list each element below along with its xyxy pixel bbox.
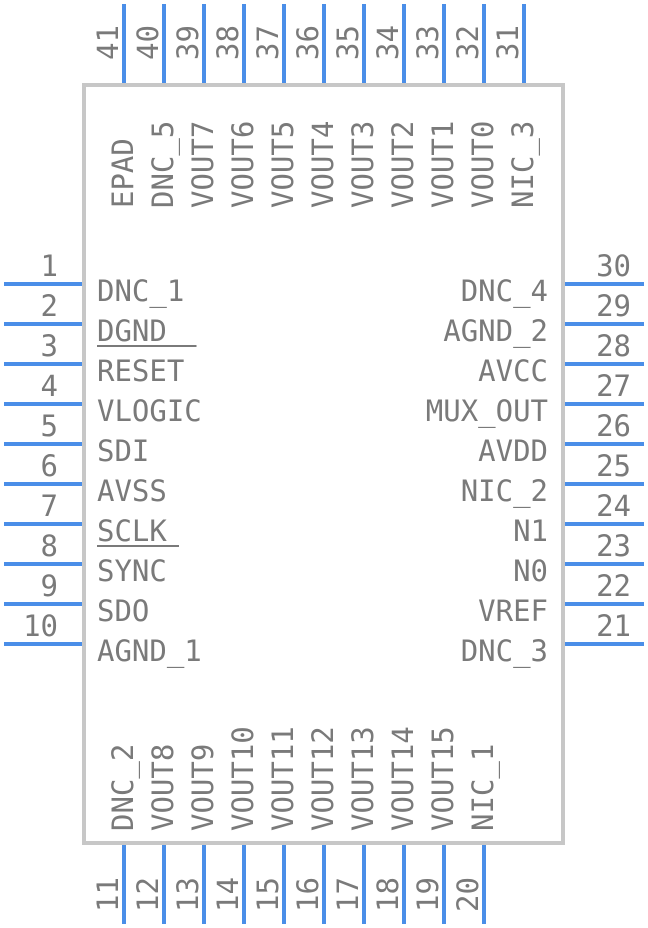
pin-number: 32: [451, 25, 485, 60]
pin-number: 14: [211, 877, 245, 912]
pin-number: 12: [131, 877, 165, 912]
pin-label: VOUT2: [386, 121, 420, 208]
pin-label: DNC_3: [461, 634, 548, 669]
pin-label: VREF: [478, 594, 548, 628]
pin-label: AVSS: [97, 474, 167, 508]
pin-label: AGND_1: [97, 634, 202, 669]
pin-number: 8: [41, 529, 58, 563]
pin-number: 15: [251, 877, 285, 912]
pin-number: 7: [41, 489, 58, 523]
pin-label: DNC_1: [97, 274, 184, 309]
pin-label: SDI: [97, 434, 149, 468]
pin-number: 28: [596, 329, 631, 363]
pin-label: VOUT3: [346, 121, 380, 208]
pin-number: 34: [371, 25, 405, 60]
pin-number: 36: [291, 25, 325, 60]
pin-number: 37: [251, 25, 285, 60]
pin-number: 41: [91, 25, 125, 60]
pin-number: 23: [596, 529, 631, 563]
pin-number: 16: [291, 877, 325, 912]
pin-label: VOUT13: [346, 726, 380, 831]
pin-number: 27: [596, 369, 631, 403]
pin-label: N0: [513, 554, 548, 588]
pin-label: AVCC: [478, 354, 548, 388]
pin-label: VOUT15: [426, 726, 460, 831]
pin-number: 6: [41, 449, 58, 483]
pin-label: DNC_2: [106, 744, 141, 831]
pin-number: 38: [211, 25, 245, 60]
pin-label: VOUT10: [226, 726, 260, 831]
pin-label: VOUT5: [266, 121, 300, 208]
pin-label: NIC_1: [466, 744, 501, 831]
pin-label: VLOGIC: [97, 394, 202, 428]
pins-layer: [4, 4, 644, 924]
pin-number: 10: [23, 609, 58, 643]
pin-number: 40: [131, 25, 165, 60]
pin-label: SYNC: [97, 554, 167, 588]
pin-label: AGND_2: [443, 314, 548, 349]
pin-number: 25: [596, 449, 631, 483]
pin-label: DNC_5: [146, 121, 181, 208]
pin-label: VOUT6: [226, 121, 260, 208]
pin-number: 17: [331, 877, 365, 912]
pin-number: 1: [41, 249, 58, 283]
pin-number: 19: [411, 877, 445, 912]
pin-number: 24: [596, 489, 631, 523]
pin-label: NIC_3: [506, 121, 541, 208]
pin-number: 11: [91, 877, 125, 912]
pin-number: 21: [596, 609, 631, 643]
pin-number: 33: [411, 25, 445, 60]
pin-label: VOUT8: [146, 744, 180, 831]
pin-number: 20: [451, 877, 485, 912]
pin-label: SDO: [97, 594, 149, 628]
pin-label: EPAD: [106, 138, 140, 208]
pin-label: VOUT9: [186, 744, 220, 831]
pin-label: N1: [513, 514, 548, 548]
pin-number: 9: [41, 569, 58, 603]
pin-number: 4: [41, 369, 58, 403]
pin-label: MUX_OUT: [426, 394, 548, 429]
pin-label: VOUT12: [306, 726, 340, 831]
pin-label: RESET: [97, 354, 184, 388]
pin-number: 18: [371, 877, 405, 912]
pin-label: DNC_4: [461, 274, 548, 309]
pin-number: 3: [41, 329, 58, 363]
pin-number: 39: [171, 25, 205, 60]
pin-number: 2: [41, 289, 58, 323]
pin-number: 26: [596, 409, 631, 443]
pin-number: 30: [596, 249, 631, 283]
pin-label: VOUT1: [426, 121, 460, 208]
pin-number: 13: [171, 877, 205, 912]
pin-label: SCLK: [97, 514, 167, 548]
pin-label: AVDD: [478, 434, 548, 468]
pin-label: VOUT14: [386, 726, 420, 831]
pin-label: VOUT4: [306, 121, 340, 208]
pin-number: 29: [596, 289, 631, 323]
component-body: [82, 83, 565, 845]
pin-number: 5: [41, 409, 58, 443]
pin-number: 31: [491, 25, 525, 60]
pin-label: DGND: [97, 314, 167, 348]
pin-label: VOUT11: [266, 726, 300, 831]
pin-number: 35: [331, 25, 365, 60]
pin-label: NIC_2: [461, 474, 548, 509]
pin-label: VOUT7: [186, 121, 220, 208]
pin-label: VOUT0: [466, 121, 500, 208]
pin-number: 22: [596, 569, 631, 603]
